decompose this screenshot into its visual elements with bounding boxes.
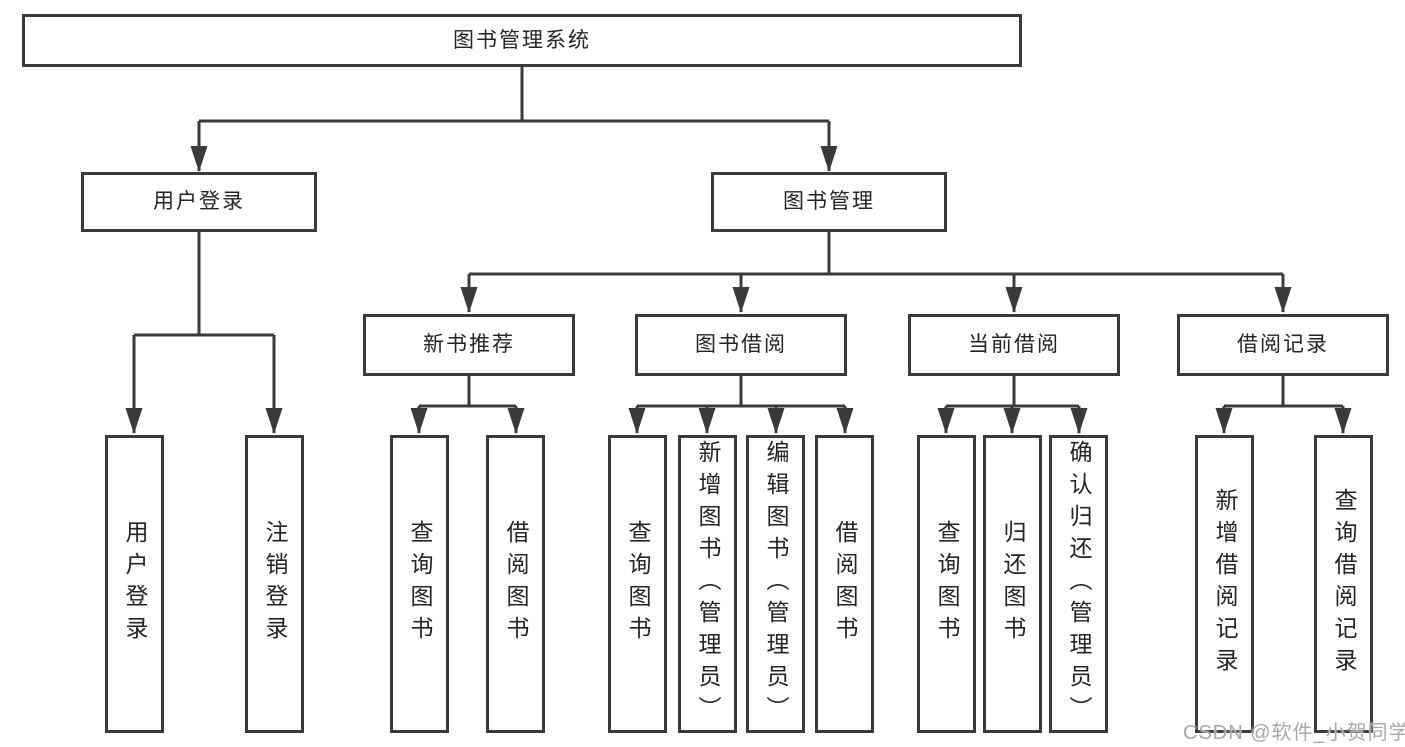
node-leaf-borrowing-borrow-book: 借阅图书 xyxy=(815,435,874,733)
node-current-borrowing: 当前借阅 xyxy=(908,314,1120,376)
node-leaf-logout: 注销登录 xyxy=(245,435,304,733)
node-leaf-recommend-query-book: 查询图书 xyxy=(390,435,449,733)
connector-root-to-level2 xyxy=(190,67,838,172)
node-leaf-return-book: 归还图书 xyxy=(983,435,1042,733)
connector-borrowing-records-branch xyxy=(1215,376,1352,434)
node-leaf-current-query-book: 查询图书 xyxy=(917,435,976,733)
connector-book-management-branch xyxy=(460,232,1292,313)
node-book-borrowing: 图书借阅 xyxy=(635,314,847,376)
node-leaf-edit-book-admin: 编辑图书（管理员） xyxy=(746,435,805,733)
node-leaf-query-borrow-record: 查询借阅记录 xyxy=(1314,435,1373,733)
node-book-management-module: 图书管理 xyxy=(711,172,947,232)
node-leaf-recommend-borrow-book: 借阅图书 xyxy=(486,435,545,733)
connector-user-login-branch xyxy=(125,232,283,434)
csdn-watermark: CSDN @软件_小贺同学 xyxy=(1183,722,1405,744)
node-leaf-add-borrow-record: 新增借阅记录 xyxy=(1195,435,1254,733)
node-leaf-user-login: 用户登录 xyxy=(105,435,164,733)
node-leaf-add-book-admin: 新增图书（管理员） xyxy=(678,435,737,733)
node-leaf-borrowing-query-book: 查询图书 xyxy=(608,435,667,733)
node-library-management-system: 图书管理系统 xyxy=(22,14,1022,67)
node-borrowing-records: 借阅记录 xyxy=(1177,314,1389,376)
node-user-login-module: 用户登录 xyxy=(81,172,317,232)
node-new-book-recommend: 新书推荐 xyxy=(363,314,575,376)
connector-new-book-branch xyxy=(410,376,525,434)
connector-book-borrowing-branch xyxy=(628,376,854,434)
connector-current-borrowing-branch xyxy=(937,376,1088,434)
node-leaf-confirm-return-admin: 确认归还（管理员） xyxy=(1049,435,1108,733)
